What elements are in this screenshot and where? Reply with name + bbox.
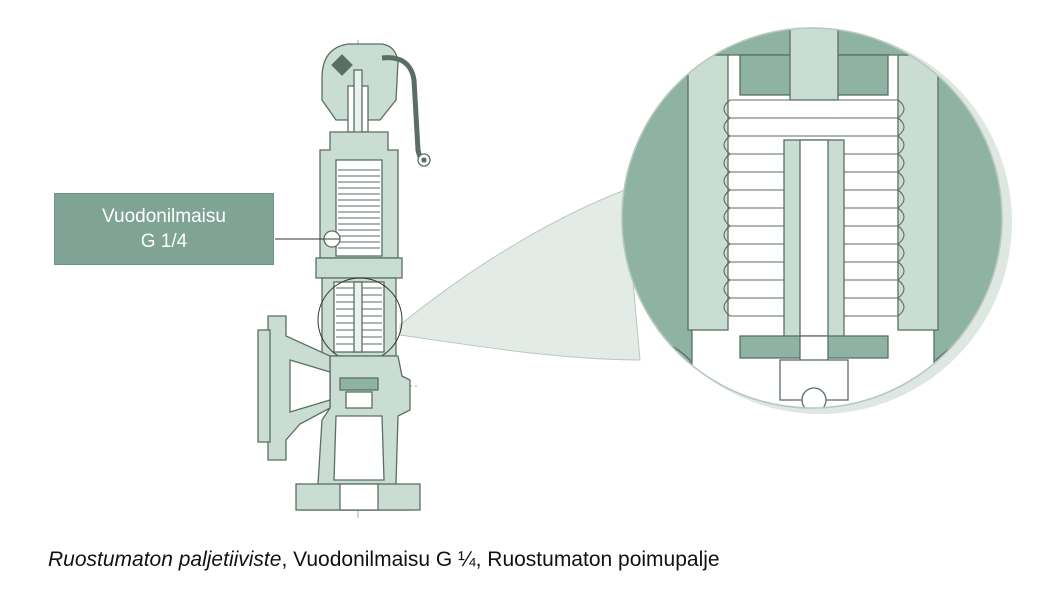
caption-rest: , Vuodonilmaisu G ¼, Ruostumaton poimupa… — [281, 548, 719, 571]
zoom-cone — [400, 190, 640, 360]
figure-caption: Ruostumaton paljetiiviste, Vuodonilmaisu… — [48, 548, 1038, 576]
callout-line-1: Vuodonilmaisu — [55, 204, 273, 229]
caption-italic: Ruostumaton paljetiiviste — [48, 548, 281, 571]
leak-detection-callout: Vuodonilmaisu G 1/4 — [54, 193, 274, 265]
safety-valve — [258, 40, 430, 520]
callout-line-2: G 1/4 — [55, 229, 273, 254]
